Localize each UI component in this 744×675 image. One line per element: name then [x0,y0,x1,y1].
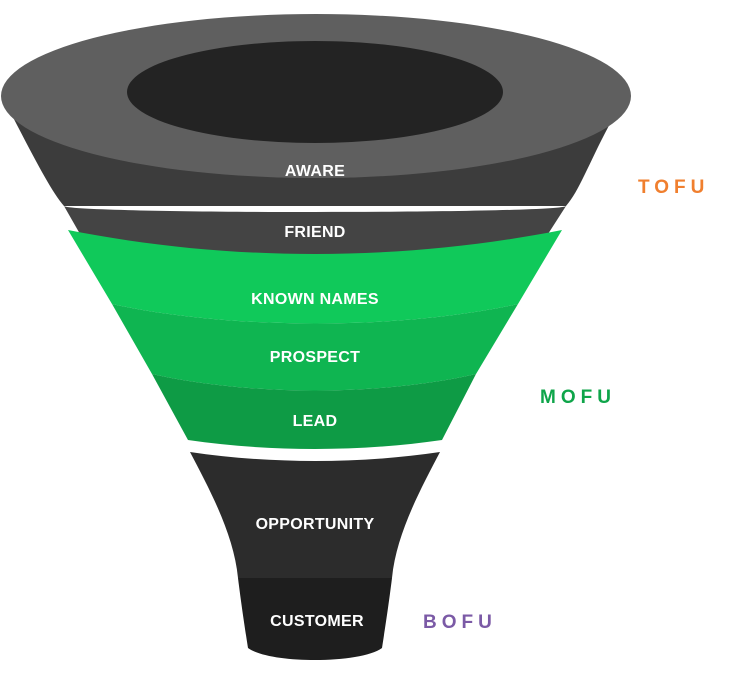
stage-band-friend [64,206,566,255]
group-label-mofu: MOFU [540,387,616,408]
stage-label-known-names: KNOWN NAMES [251,291,379,308]
stage-label-friend: FRIEND [284,224,345,241]
stage-label-customer: CUSTOMER [270,613,364,630]
stage-label-opportunity: OPPORTUNITY [256,516,375,533]
stage-band-known-names [68,230,562,324]
bofu-section [190,452,440,660]
funnel-rim-hole [127,41,503,143]
stage-band-customer [238,578,392,660]
stage-label-aware: AWARE [285,163,345,180]
stage-label-prospect: PROSPECT [270,349,360,366]
tofu-section [1,14,631,255]
stage-band-prospect [112,304,518,391]
stage-band-lead [152,374,476,449]
mofu-section [68,230,562,449]
stage-band-opportunity [190,452,440,578]
group-label-tofu: TOFU [638,177,709,198]
group-label-bofu: BOFU [423,612,497,633]
stage-label-lead: LEAD [293,413,338,430]
